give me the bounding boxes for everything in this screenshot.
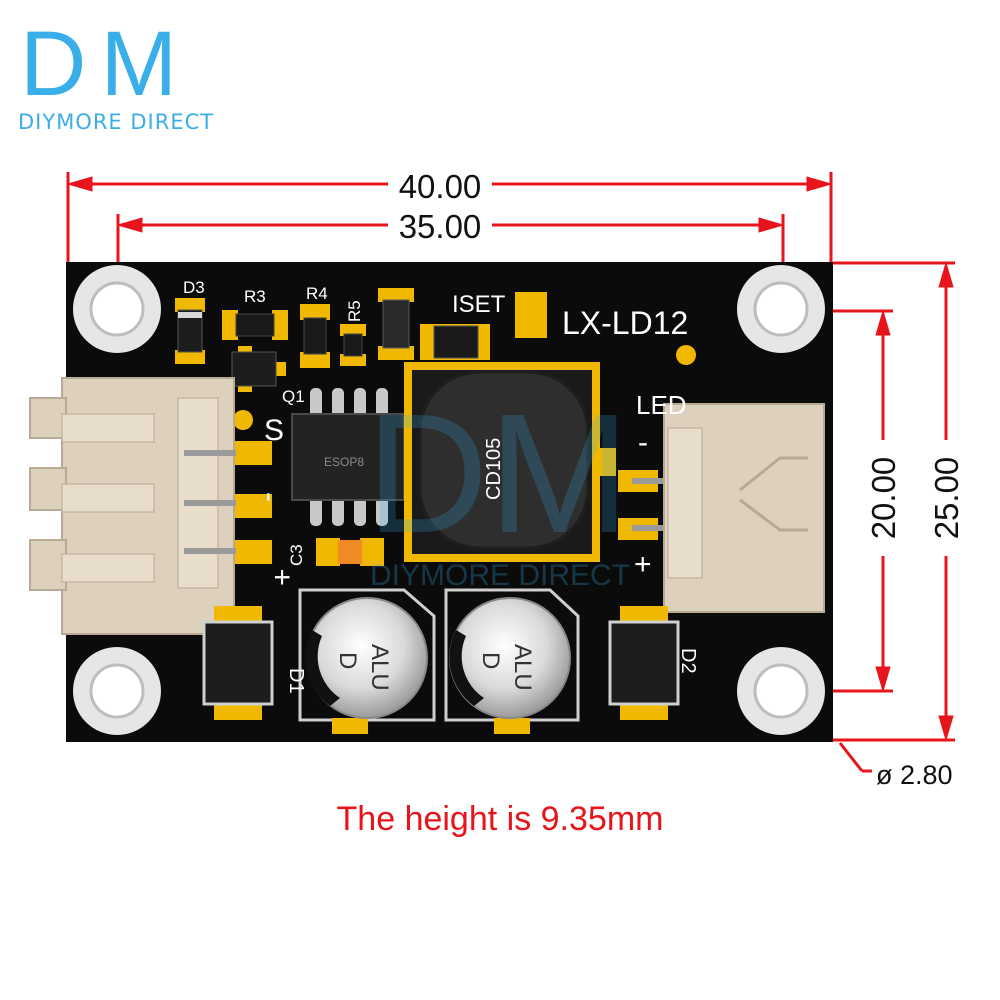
dim-height-total: 25.00 xyxy=(928,457,965,540)
connector-pad xyxy=(232,540,272,564)
label-iset: ISET xyxy=(452,291,506,318)
label-d2: D2 xyxy=(677,648,699,674)
input-connector xyxy=(29,377,236,635)
cap-letter-label: D xyxy=(334,652,361,669)
label-c3: C3 xyxy=(287,544,306,566)
label-ic: ESOP8 xyxy=(324,455,364,469)
height-caption: The height is 9.35mm xyxy=(336,800,664,838)
label-d1: D1 xyxy=(285,668,307,694)
diode-d2 xyxy=(608,606,680,720)
transistor-q1 xyxy=(231,346,286,392)
connector-pad xyxy=(232,441,272,465)
inductor-cd105 xyxy=(404,362,600,562)
board-model-label: LX-LD12 xyxy=(562,305,688,341)
dimension-lines xyxy=(66,172,955,773)
led-connector xyxy=(598,403,825,613)
label-r4: R4 xyxy=(306,284,328,303)
cap-brand-label: ALU xyxy=(509,644,536,691)
dim-width-holes: 35.00 xyxy=(399,208,482,245)
mounting-hole xyxy=(737,647,825,735)
label-inductor: CD105 xyxy=(483,438,505,500)
cap-letter-label: D xyxy=(477,652,504,669)
electrolytic-capacitor xyxy=(444,588,580,734)
label-q1: Q1 xyxy=(282,387,305,406)
capacitor-c3 xyxy=(316,538,384,566)
label-d3: D3 xyxy=(183,278,205,297)
watermark-mark: DM xyxy=(366,379,630,569)
diode-d1 xyxy=(202,606,274,720)
label-r3: R3 xyxy=(244,287,266,306)
mounting-hole xyxy=(737,265,825,353)
watermark-text: DIYMORE DIRECT xyxy=(370,559,630,592)
label-input-minus: - xyxy=(250,492,283,502)
resistor-r5 xyxy=(340,324,366,366)
dim-height-holes: 20.00 xyxy=(865,457,902,540)
logo-name: DIYMORE DIRECT xyxy=(18,110,215,134)
logo-mark: DM xyxy=(20,13,192,115)
resistor-r3 xyxy=(222,310,288,340)
dim-hole-diameter: ø 2.80 xyxy=(876,760,953,790)
label-input-plus: + xyxy=(266,568,299,586)
pcb-board: D3 R3 R4 R5 Q1 C3 D1 D2 ISET LX-LD12 LED… xyxy=(29,262,833,742)
resistor-iset xyxy=(420,324,490,360)
test-pad xyxy=(233,410,253,430)
diode-d3 xyxy=(175,298,205,364)
connector-pad xyxy=(232,494,272,518)
capacitor-smd xyxy=(378,288,414,360)
label-led-plus: + xyxy=(634,548,652,581)
label-s: S xyxy=(264,414,284,447)
mounting-hole xyxy=(73,647,161,735)
label-r5: R5 xyxy=(345,300,364,322)
label-led: LED xyxy=(636,390,687,420)
resistor-r4 xyxy=(300,304,330,368)
electrolytic-capacitor xyxy=(298,588,436,734)
test-pad xyxy=(676,345,696,365)
ic-esop8 xyxy=(291,388,405,526)
cap-brand-label: ALU xyxy=(366,644,393,691)
dim-width-total: 40.00 xyxy=(399,168,482,205)
iset-pad xyxy=(515,292,547,338)
label-led-minus: - xyxy=(638,426,648,459)
mounting-hole xyxy=(73,265,161,353)
